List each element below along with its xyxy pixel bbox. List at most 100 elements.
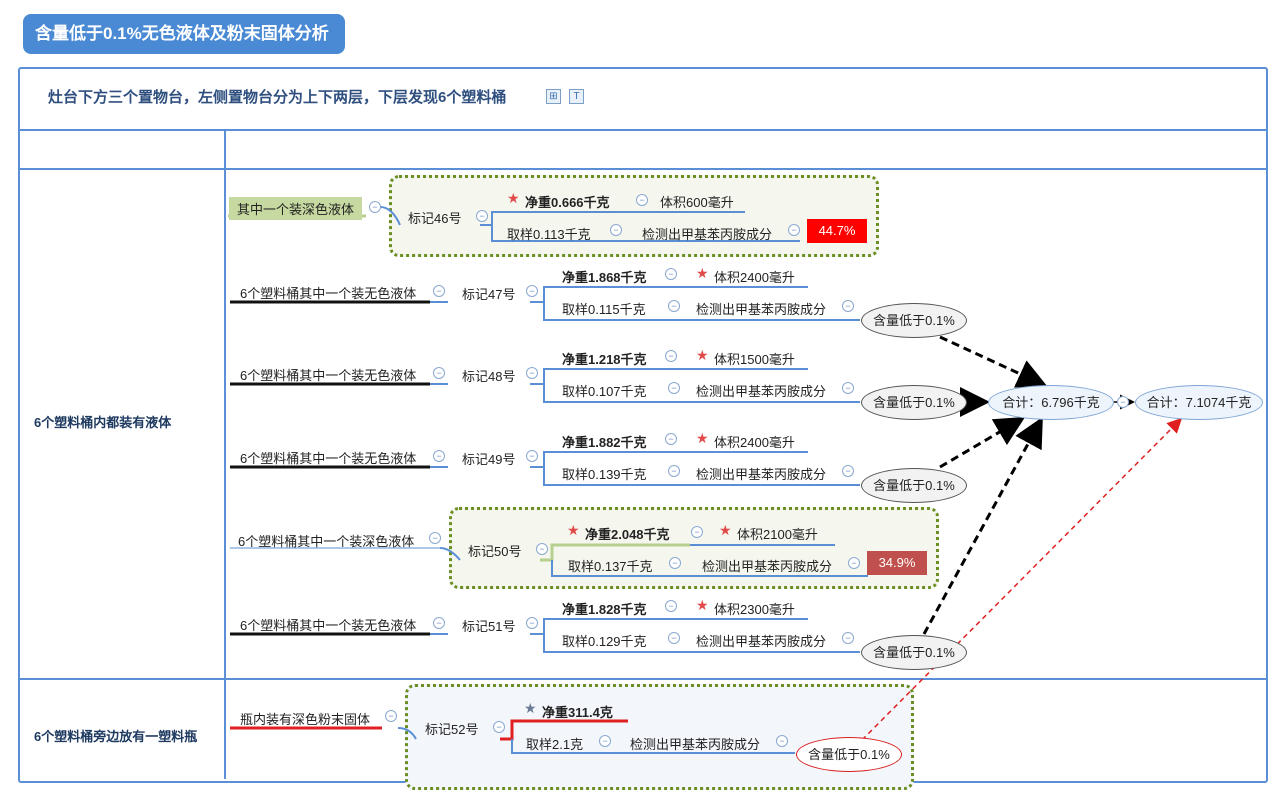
branch-46-vol: 体积600毫升	[660, 195, 734, 210]
branch-46-net: 净重0.666千克	[525, 195, 610, 210]
highlight-box-46	[389, 175, 879, 257]
collapse-toggle-icon[interactable]: −	[842, 382, 854, 394]
collapse-toggle-icon[interactable]: −	[433, 617, 445, 629]
collapse-toggle-icon[interactable]: −	[476, 210, 488, 222]
collapse-toggle-icon[interactable]: −	[493, 721, 505, 733]
header-text: 灶台下方三个置物台，左侧置物台分为上下两层，下层发现6个塑料桶	[48, 89, 507, 106]
collapse-toggle-icon[interactable]: −	[526, 617, 538, 629]
collapse-toggle-icon[interactable]: −	[599, 735, 611, 747]
branch-51-net: 净重1.828千克	[562, 602, 647, 617]
branch-50-mark: 标记50号	[468, 544, 522, 559]
collapse-toggle-icon[interactable]: −	[668, 465, 680, 477]
branch-49-desc: 6个塑料桶其中一个装无色液体	[240, 451, 417, 466]
branch-46-desc: 其中一个装深色液体	[229, 197, 363, 220]
branch-52-sample: 取样2.1克	[526, 737, 584, 752]
branch-50-desc: 6个塑料桶其中一个装深色液体	[238, 534, 415, 549]
collapse-toggle-icon[interactable]: −	[526, 367, 538, 379]
collapse-toggle-icon[interactable]: −	[1117, 396, 1129, 408]
page-title: 含量低于0.1%无色液体及粉末固体分析	[23, 14, 345, 54]
branch-47-net: 净重1.868千克	[562, 270, 647, 285]
collapse-toggle-icon[interactable]: −	[665, 600, 677, 612]
branch-48-sample: 取样0.107千克	[562, 384, 647, 399]
branch-50-vol: 体积2100毫升	[737, 527, 818, 542]
branch-46-sample: 取样0.113千克	[507, 227, 591, 242]
branch-52-net: 净重311.4克	[542, 705, 613, 720]
branch-52-detect: 检测出甲基苯丙胺成分	[630, 737, 761, 752]
collapse-toggle-icon[interactable]: −	[842, 632, 854, 644]
collapse-toggle-icon[interactable]: −	[842, 465, 854, 477]
branch-51-sample: 取样0.129千克	[562, 634, 647, 649]
branch-49-sample: 取样0.139千克	[562, 467, 647, 482]
branch-48-mark: 标记48号	[462, 369, 516, 384]
branch-52-mark: 标记52号	[425, 722, 479, 737]
branch-49-mark: 标记49号	[462, 452, 516, 467]
column-divider	[224, 129, 226, 779]
branch-46-result: 44.7%	[807, 219, 867, 243]
branch-46-detect: 检测出甲基苯丙胺成分	[642, 227, 773, 242]
branch-52-result: 含量低于0.1%	[796, 737, 902, 772]
branch-49-vol: 体积2400毫升	[714, 435, 795, 450]
star-icon: ★	[507, 190, 520, 206]
star-icon: ★	[524, 700, 537, 716]
collapse-toggle-icon[interactable]: −	[433, 367, 445, 379]
branch-51-detect: 检测出甲基苯丙胺成分	[696, 634, 827, 649]
collapse-toggle-icon[interactable]: −	[385, 710, 397, 722]
branch-47-detect: 检测出甲基苯丙胺成分	[696, 302, 827, 317]
branch-49-result: 含量低于0.1%	[861, 468, 967, 503]
branch-52-desc: 瓶内装有深色粉末固体	[240, 712, 371, 727]
branch-47-sample: 取样0.115千克	[562, 302, 646, 317]
branch-48-desc: 6个塑料桶其中一个装无色液体	[240, 368, 417, 383]
collapse-toggle-icon[interactable]: −	[526, 450, 538, 462]
star-icon: ★	[696, 265, 709, 281]
collapse-toggle-icon[interactable]: −	[691, 526, 703, 538]
branch-49-net: 净重1.882千克	[562, 435, 647, 450]
star-icon: ★	[719, 522, 732, 538]
collapse-toggle-icon[interactable]: −	[842, 300, 854, 312]
note-icon[interactable]: ⊞	[546, 89, 561, 104]
collapse-toggle-icon[interactable]: −	[429, 532, 441, 544]
collapse-toggle-icon[interactable]: −	[433, 450, 445, 462]
branch-48-vol: 体积1500毫升	[714, 352, 795, 367]
collapse-toggle-icon[interactable]: −	[668, 382, 680, 394]
divider	[18, 129, 1266, 131]
branch-50-net: 净重2.048千克	[585, 527, 670, 542]
collapse-toggle-icon[interactable]: −	[369, 201, 381, 213]
branch-47-desc: 6个塑料桶其中一个装无色液体	[240, 286, 417, 301]
text-icon[interactable]: T	[569, 89, 584, 104]
star-icon: ★	[696, 597, 709, 613]
divider	[18, 678, 1266, 680]
branch-49-detect: 检测出甲基苯丙胺成分	[696, 467, 827, 482]
section-bottle-label: 6个塑料桶旁边放有一塑料瓶	[34, 729, 198, 744]
star-icon: ★	[696, 430, 709, 446]
branch-46-mark: 标记46号	[408, 211, 462, 226]
branch-47-result: 含量低于0.1%	[861, 303, 967, 338]
collapse-toggle-icon[interactable]: −	[665, 268, 677, 280]
collapse-toggle-icon[interactable]: −	[668, 300, 680, 312]
collapse-toggle-icon[interactable]: −	[636, 194, 648, 206]
branch-51-desc: 6个塑料桶其中一个装无色液体	[240, 618, 417, 633]
branch-51-mark: 标记51号	[462, 619, 516, 634]
collapse-toggle-icon[interactable]: −	[526, 285, 538, 297]
section-liquid-label: 6个塑料桶内都装有液体	[34, 415, 172, 430]
collapse-toggle-icon[interactable]: −	[610, 224, 622, 236]
collapse-toggle-icon[interactable]: −	[668, 632, 680, 644]
collapse-toggle-icon[interactable]: −	[433, 285, 445, 297]
collapse-toggle-icon[interactable]: −	[788, 224, 800, 236]
star-icon: ★	[696, 347, 709, 363]
branch-50-detect: 检测出甲基苯丙胺成分	[702, 559, 833, 574]
branch-51-vol: 体积2300毫升	[714, 602, 795, 617]
star-icon: ★	[567, 522, 580, 538]
collapse-toggle-icon[interactable]: −	[536, 543, 548, 555]
collapse-toggle-icon[interactable]: −	[669, 557, 681, 569]
branch-50-sample: 取样0.137千克	[568, 559, 653, 574]
collapse-toggle-icon[interactable]: −	[665, 350, 677, 362]
branch-48-net: 净重1.218千克	[562, 352, 647, 367]
branch-47-mark: 标记47号	[462, 287, 516, 302]
subtotal-node: 合计：6.796千克	[988, 385, 1114, 420]
collapse-toggle-icon[interactable]: −	[776, 735, 788, 747]
divider	[18, 168, 1266, 170]
collapse-toggle-icon[interactable]: −	[665, 433, 677, 445]
highlight-box-52	[405, 684, 914, 790]
collapse-toggle-icon[interactable]: −	[848, 557, 860, 569]
